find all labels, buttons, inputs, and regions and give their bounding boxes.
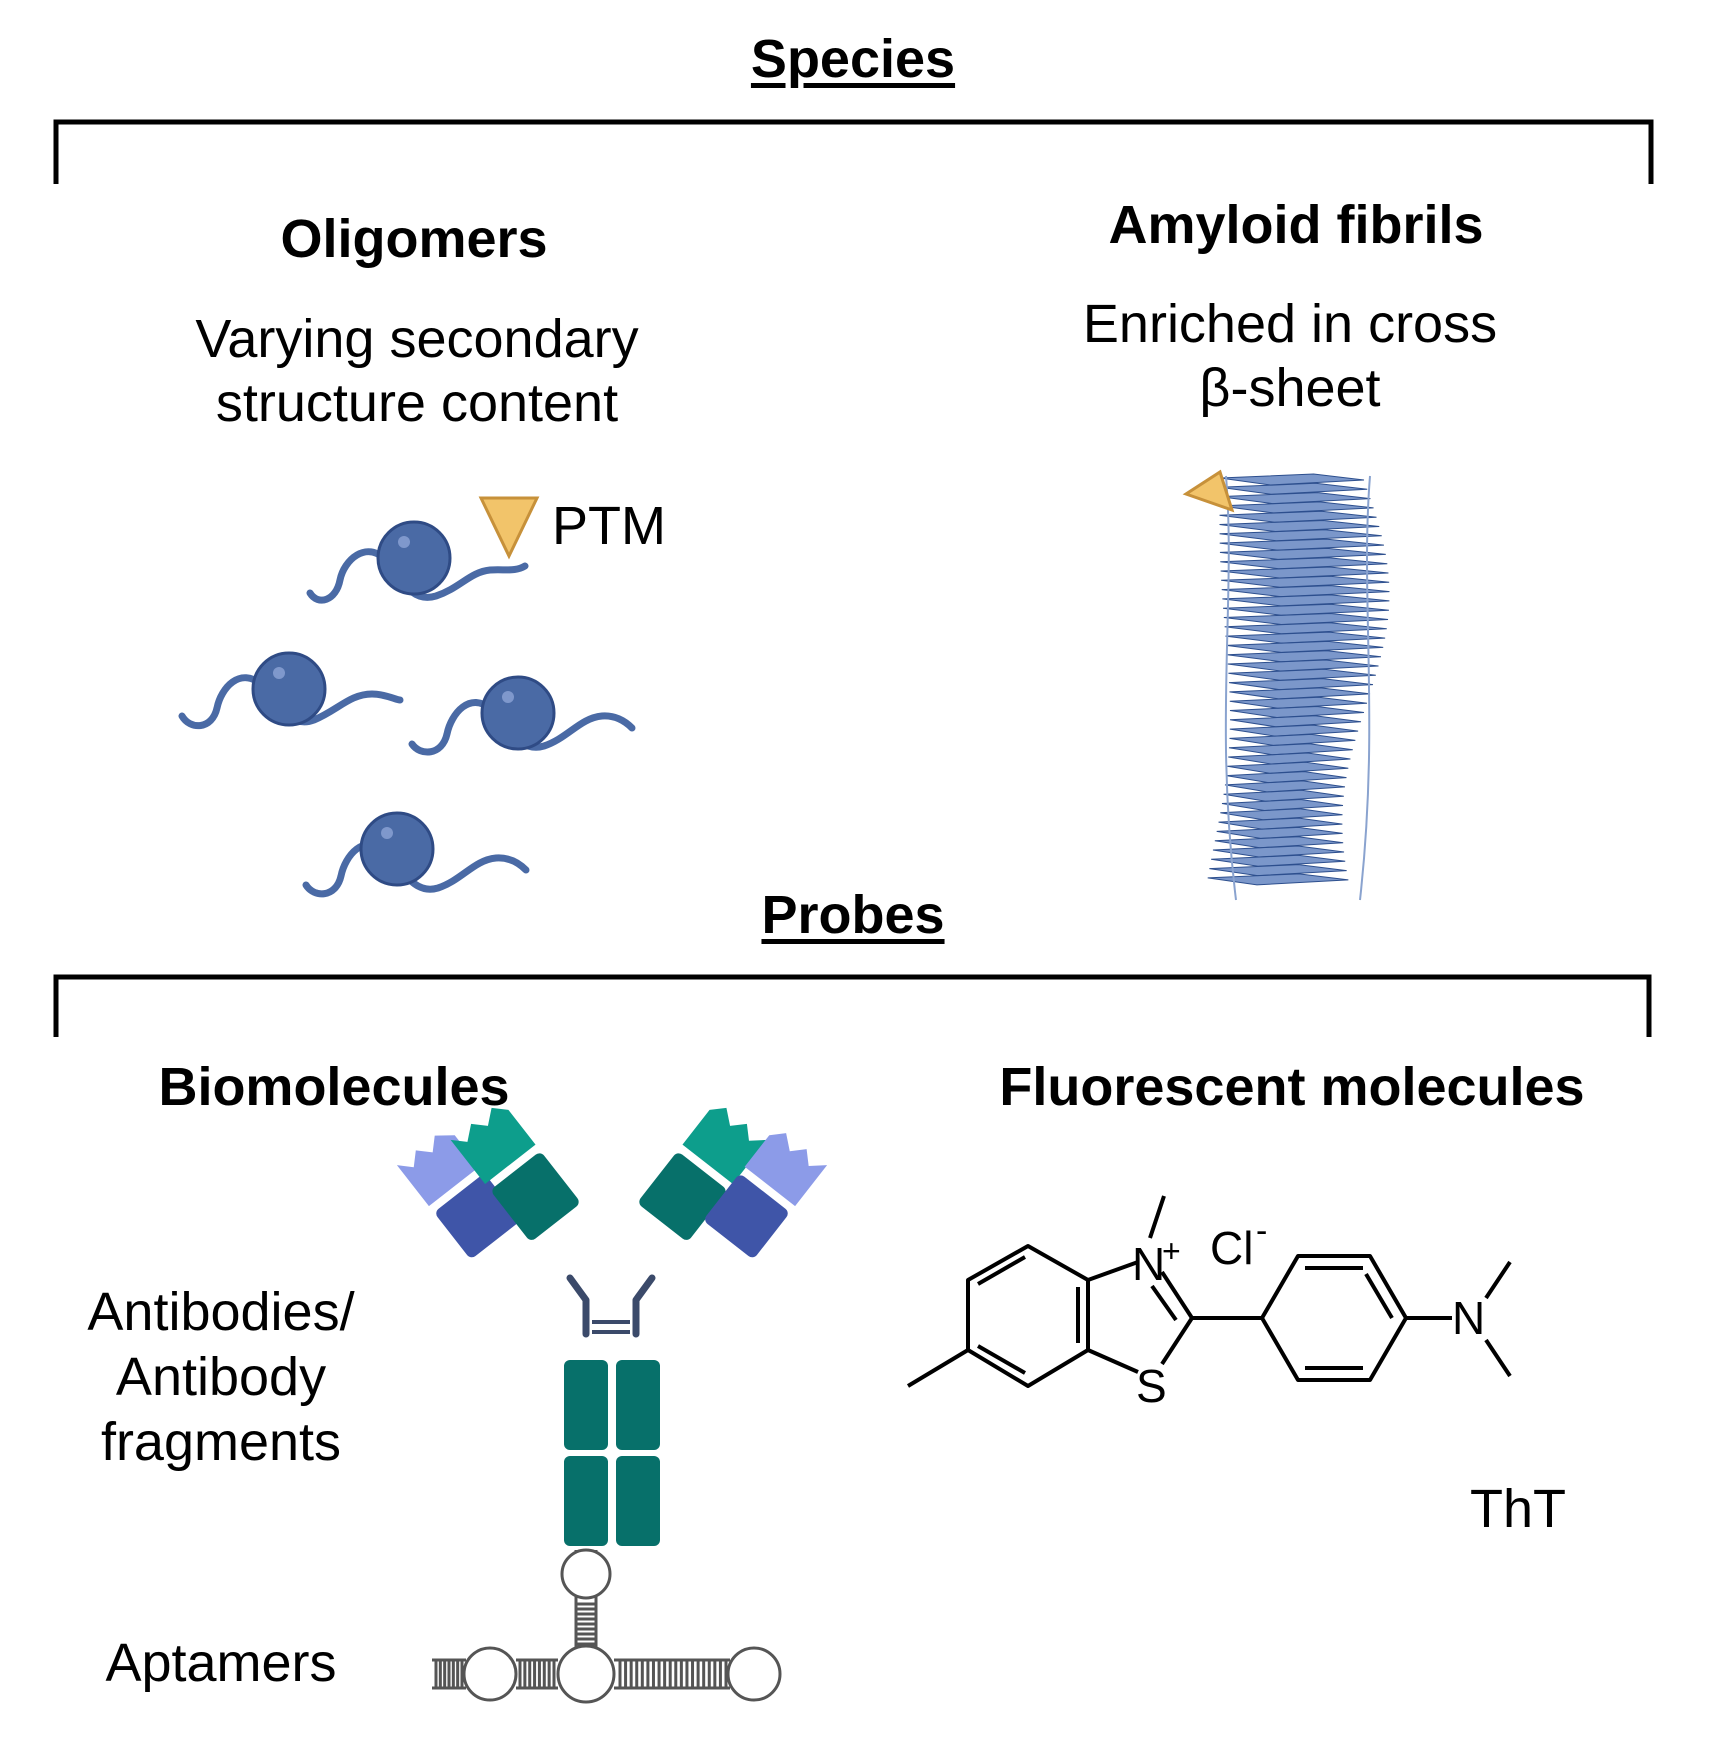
- fibrils-description-line1: Enriched in cross: [1082, 294, 1498, 354]
- fibril-strand: [1219, 492, 1371, 505]
- fibril-strand: [1216, 826, 1343, 839]
- oligomers-description-line1: Varying secondary: [195, 309, 639, 369]
- fibril-strand: [1226, 771, 1347, 784]
- species-bracket: [53, 119, 1654, 184]
- oligomers-description-line2: structure content: [215, 373, 619, 433]
- fibril-strand: [1214, 836, 1344, 849]
- fibril-edge: [1359, 475, 1371, 901]
- species-title: Species: [750, 29, 956, 89]
- fibril-strand: [1227, 761, 1349, 774]
- fibril-strand: [1219, 547, 1386, 560]
- fibril-strand: [1218, 817, 1343, 830]
- antibody-label-line3: fragments: [100, 1412, 342, 1472]
- fluorescent-heading: Fluorescent molecules: [999, 1057, 1585, 1117]
- fibril-strand: [1219, 473, 1365, 486]
- fibril-strand: [1225, 631, 1386, 644]
- fibril-strand: [1219, 519, 1380, 533]
- oligomers-heading: Oligomers: [280, 209, 548, 269]
- fibril-strand: [1209, 864, 1347, 877]
- amyloid-fibril: [1207, 473, 1390, 901]
- fibril-strand: [1229, 715, 1362, 728]
- fibril-strand: [1228, 678, 1374, 691]
- fibril-strand: [1229, 733, 1356, 746]
- oligomer-monomer-1: [306, 520, 529, 604]
- tht-atom-labels: N + Cl - S N: [1132, 1212, 1485, 1412]
- tht-counter-ion: Cl: [1210, 1222, 1253, 1274]
- antibody-label-line1: Antibodies/: [87, 1282, 355, 1342]
- fibril-strand: [1226, 650, 1382, 663]
- fibril-strand: [1224, 780, 1346, 793]
- tht-atom-n: N: [1452, 1292, 1485, 1344]
- fibril-strand: [1219, 510, 1377, 523]
- fibril-strand: [1229, 705, 1365, 719]
- probes-bracket: [53, 974, 1652, 1037]
- tht-atom-n-plus: N: [1132, 1238, 1165, 1290]
- oligomer-monomer-4: [302, 811, 530, 898]
- antibody-icon: [396, 1107, 828, 1546]
- antibody-label-line2: Antibody: [115, 1347, 327, 1407]
- fibril-strand: [1219, 501, 1374, 514]
- fibril-strand: [1219, 529, 1382, 542]
- oligomer-monomer-2: [178, 651, 404, 729]
- tht-structure: [906, 1195, 1512, 1388]
- fibril-strand: [1220, 566, 1389, 579]
- fibril-ptm-triangle: [1182, 469, 1235, 513]
- fibril-strand: [1229, 724, 1359, 737]
- aptamer-icon: [432, 1548, 782, 1704]
- fibril-strand: [1228, 743, 1353, 756]
- fibrils-heading: Amyloid fibrils: [1108, 195, 1484, 255]
- fibril-strand: [1223, 612, 1389, 626]
- fibril-strand: [1221, 798, 1344, 812]
- fibril-strand: [1220, 557, 1388, 570]
- fibril-strand: [1219, 538, 1384, 551]
- probes-title: Probes: [761, 885, 945, 945]
- fibril-strand: [1220, 808, 1343, 821]
- fibril-strand: [1211, 854, 1346, 867]
- tht-label: ThT: [1470, 1479, 1567, 1539]
- fibril-strand: [1227, 659, 1379, 672]
- fibril-strand: [1229, 696, 1368, 709]
- fibril-strand: [1229, 687, 1371, 700]
- fibrils-description-line2: β-sheet: [1199, 358, 1381, 418]
- fibril-strand: [1228, 668, 1376, 681]
- fibril-strand: [1223, 603, 1389, 616]
- fibril-strand: [1226, 640, 1384, 653]
- fibril-strand: [1224, 622, 1387, 635]
- fibril-strand: [1207, 873, 1349, 886]
- fibril-strand: [1221, 575, 1390, 588]
- oligomer-cluster: [178, 520, 636, 898]
- aptamers-label: Aptamers: [105, 1633, 337, 1693]
- tht-counter-ion-charge: -: [1256, 1212, 1267, 1250]
- tht-atom-s: S: [1136, 1360, 1167, 1412]
- fibril-strand: [1221, 585, 1390, 598]
- fibril-strand: [1219, 482, 1368, 495]
- fibril-edge: [1224, 475, 1237, 901]
- fibril-strand: [1228, 752, 1351, 765]
- fibril-strand: [1222, 594, 1390, 607]
- ptm-label: PTM: [552, 496, 666, 556]
- fibril-strand: [1212, 845, 1345, 858]
- ptm-triangle: [478, 496, 540, 560]
- fibril-strand: [1223, 789, 1344, 802]
- oligomer-monomer-3: [408, 675, 636, 756]
- tht-charge-plus: +: [1162, 1233, 1181, 1269]
- biomolecules-heading: Biomolecules: [158, 1057, 510, 1117]
